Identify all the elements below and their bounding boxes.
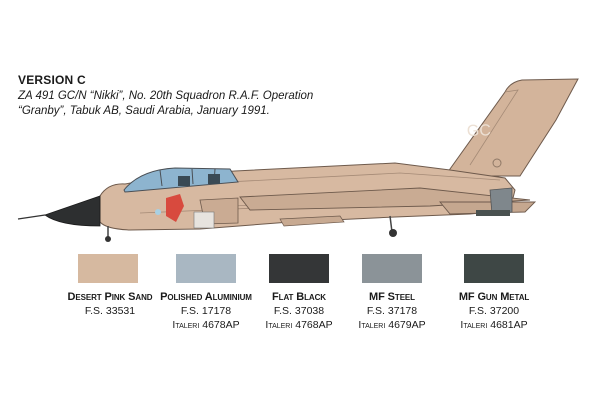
italeri-code: Italeri 4681AP [460,319,528,331]
color-label-mf-gun-metal: MF Gun Metal F.S. 37200 Italeri 4681AP [434,290,554,332]
color-label-mf-steel: MF Steel F.S. 37178 Italeri 4679AP [332,290,452,332]
header: VERSION C ZA 491 GC/N “Nikki”, No. 20th … [18,73,348,119]
swatch-flat-black [269,254,329,283]
swatch-mf-gun-metal [464,254,524,283]
swatch-polished-aluminium [176,254,236,283]
color-label-desert-pink-sand: Desert Pink Sand F.S. 33531 [50,290,170,318]
swatch-desert-pink-sand [78,254,138,283]
color-label-flat-black: Flat Black F.S. 37038 Italeri 4768AP [239,290,359,332]
nose-art [166,194,184,222]
tail-fin [444,78,579,177]
color-name: Polished Aluminium [160,291,252,303]
color-name: Desert Pink Sand [67,291,153,303]
italeri-code: Italeri 4679AP [358,319,426,331]
fs-code: F.S. 37178 [366,305,418,317]
tail-code: GC [467,122,492,140]
fs-code: F.S. 33531 [84,305,136,317]
color-label-polished-aluminium: Polished Aluminium F.S. 17178 Italeri 46… [146,290,266,332]
color-name: MF Gun Metal [458,291,530,303]
italeri-code: Italeri 4768AP [265,319,333,331]
swatch-mf-steel [362,254,422,283]
fs-code: F.S. 37200 [468,305,520,317]
italeri-code: Italeri 4678AP [172,319,240,331]
fs-code: F.S. 17178 [180,305,232,317]
aircraft-caption: ZA 491 GC/N “Nikki”, No. 20th Squadron R… [18,90,314,117]
exhaust [489,187,513,215]
color-name: Flat Black [272,291,326,303]
fs-code: F.S. 37038 [273,305,325,317]
aircraft-illustration: GC [17,78,579,242]
version-title: VERSION C [18,73,86,87]
color-name: MF Steel [369,291,415,303]
nose-cone [44,195,101,227]
